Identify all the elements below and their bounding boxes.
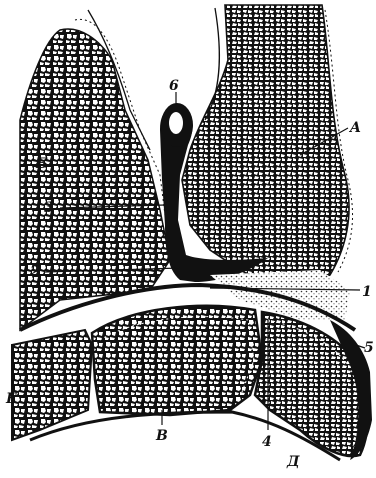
label-B: Б (35, 156, 48, 172)
label-4: 4 (262, 434, 272, 450)
bone-D (255, 312, 368, 456)
label-A: A (348, 120, 361, 136)
bone-upper-A (182, 5, 349, 288)
label-V: В (155, 428, 168, 444)
label-3: 3 (44, 200, 54, 216)
label-1: 1 (362, 284, 372, 300)
bone-left-B (20, 29, 170, 330)
label-5: 5 (364, 340, 374, 356)
label-E: Е (5, 391, 17, 407)
label-2: 2 (29, 264, 40, 280)
label-6: 6 (169, 78, 179, 94)
label-D: Д (286, 454, 300, 470)
bone-G (92, 306, 262, 415)
recess-top-inner (169, 112, 183, 134)
